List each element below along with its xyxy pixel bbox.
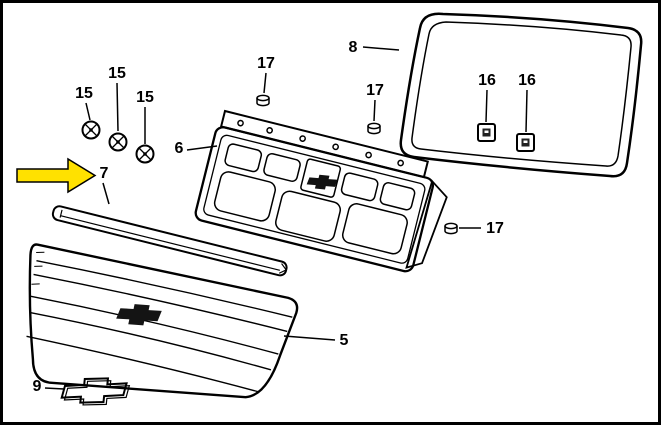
callout-label-8[interactable]: 8 [349,39,358,56]
grommet-middle [108,132,128,152]
grille-bowtie-mark [116,304,162,326]
clip-left [477,123,496,142]
callout-label-7[interactable]: 7 [100,165,109,182]
leader-lines [44,46,528,390]
part-16-clips-drawing[interactable] [477,123,535,152]
support-bowtie-mark [306,174,338,190]
part-15-grommets-drawing[interactable] [81,120,155,164]
part-6-grille-support-drawing[interactable] [194,109,454,277]
callout-label-9[interactable]: 9 [33,378,42,395]
callout-label-16-left[interactable]: 16 [478,72,496,89]
callout-label-17-middle[interactable]: 17 [366,82,384,99]
callout-label-15-middle[interactable]: 15 [108,65,126,82]
part-9-emblem-drawing[interactable] [60,374,131,410]
nut-middle [367,122,381,135]
callout-label-15-left[interactable]: 15 [75,85,93,102]
nut-top [256,94,270,107]
part-17-nuts-drawing[interactable] [256,94,458,235]
grommet-left [81,120,101,140]
callout-label-17-top[interactable]: 17 [257,55,275,72]
callout-label-17-side[interactable]: 17 [486,220,504,237]
callout-label-15-right[interactable]: 15 [136,89,154,106]
part-7-molding-drawing[interactable] [51,205,288,277]
part-8-hood-seal-drawing[interactable] [399,12,643,178]
part-5-grille-drawing[interactable] [5,243,299,425]
callout-label-5[interactable]: 5 [340,332,349,349]
highlight-arrow-icon [16,157,97,194]
callout-label-16-right[interactable]: 16 [518,72,536,89]
nut-side [444,222,458,235]
callout-label-6[interactable]: 6 [175,140,184,157]
grommet-right [135,144,155,164]
clip-right [516,133,535,152]
